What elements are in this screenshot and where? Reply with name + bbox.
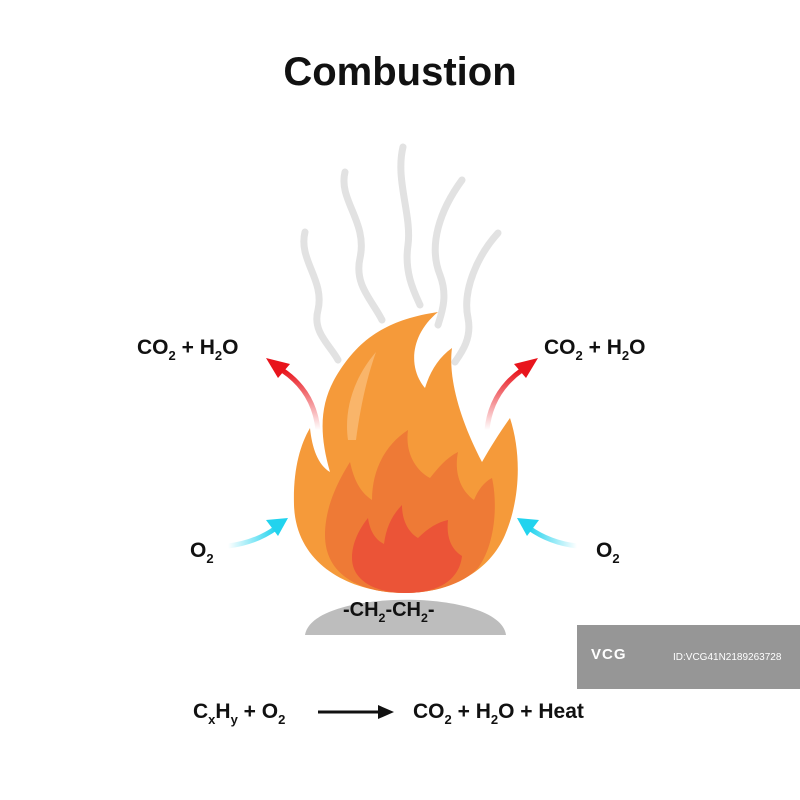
- diagram-title: Combustion: [283, 50, 517, 94]
- reaction-arrow: [318, 705, 394, 719]
- equation-reactants: CxHy + O2: [193, 700, 286, 727]
- watermark-logo: VCG: [591, 646, 627, 663]
- equation-products: CO2 + H2O + Heat: [413, 700, 584, 727]
- fuel-label: -CH2-CH2-: [343, 599, 435, 625]
- arrow-in-left: [225, 518, 288, 549]
- arrow-out-right: [484, 358, 538, 433]
- watermark: VCG ID:VCG41N2189263728: [577, 625, 800, 689]
- product-label-right: CO2 + H2O: [544, 336, 646, 363]
- smoke-icon: [300, 143, 502, 366]
- reactant-label-left: O2: [190, 539, 214, 566]
- reactant-label-right: O2: [596, 539, 620, 566]
- flame-icon: [293, 312, 518, 593]
- arrow-in-right: [517, 518, 580, 549]
- product-label-left: CO2 + H2O: [137, 336, 239, 363]
- watermark-id: ID:VCG41N2189263728: [673, 652, 782, 663]
- fuel-base: [305, 599, 506, 635]
- arrow-out-left: [266, 358, 321, 433]
